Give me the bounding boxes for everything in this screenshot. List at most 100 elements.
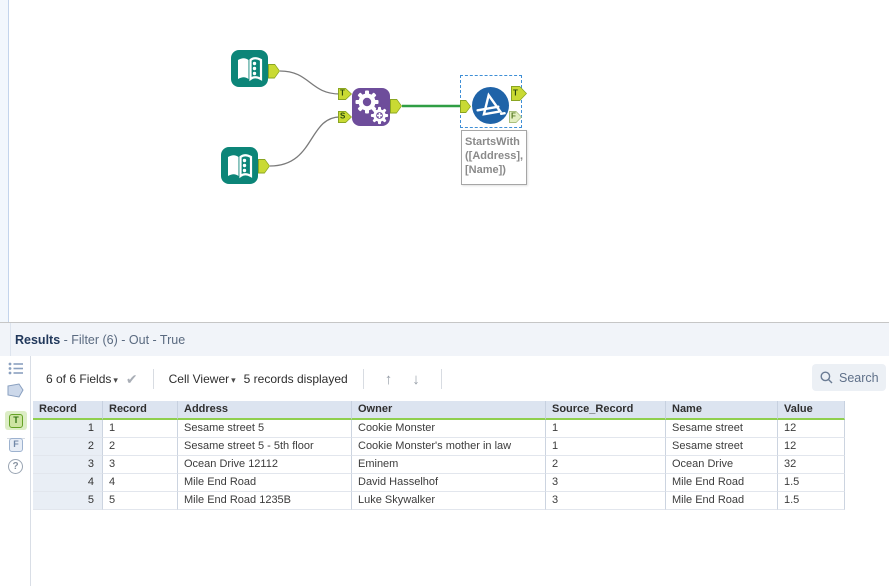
fields-dropdown[interactable]: 6 of 6 Fields▾ xyxy=(46,372,118,386)
append-input-anchor-source[interactable]: S xyxy=(338,111,352,123)
table-cell[interactable]: 5 xyxy=(103,492,178,510)
search-placeholder: Search xyxy=(839,370,879,385)
chevron-down-icon: ▾ xyxy=(113,375,118,385)
append-fields-tool[interactable] xyxy=(352,88,390,126)
table-cell[interactable]: Ocean Drive xyxy=(666,456,778,474)
table-cell[interactable]: 1 xyxy=(103,420,178,438)
table-cell[interactable]: 12 xyxy=(778,438,845,456)
table-cell[interactable]: Mile End Road xyxy=(666,492,778,510)
collapsed-panel-edge[interactable] xyxy=(0,0,9,322)
output-anchor[interactable] xyxy=(390,98,402,114)
records-displayed-label: 5 records displayed xyxy=(243,372,348,386)
input-data-tool-1[interactable] xyxy=(231,50,268,87)
table-cell[interactable]: 2 xyxy=(103,438,178,456)
table-cell[interactable]: 1 xyxy=(546,438,666,456)
filter-true-anchor[interactable]: T xyxy=(511,86,527,101)
table-cell[interactable]: 2 xyxy=(546,456,666,474)
table-cell[interactable]: 4 xyxy=(103,474,178,492)
data-profile-icon[interactable] xyxy=(0,383,31,398)
column-header[interactable]: Owner xyxy=(352,401,546,420)
table-cell[interactable]: Sesame street xyxy=(666,438,778,456)
arrow-up-icon[interactable]: ↑ xyxy=(384,370,393,388)
connection-wires xyxy=(269,70,461,167)
table-cell[interactable]: 3 xyxy=(103,456,178,474)
append-input-anchor-target[interactable]: T xyxy=(338,88,352,100)
results-left-rail: T F ? xyxy=(0,356,31,586)
output-anchor[interactable] xyxy=(268,63,280,79)
tool-annotation[interactable]: StartsWith ([Address], [Name]) xyxy=(461,130,527,185)
results-toolbar: 6 of 6 Fields▾ ✔ Cell Viewer▾ 5 records … xyxy=(32,356,889,401)
toolbar-separator xyxy=(440,369,442,389)
anchor-label-s: S xyxy=(340,111,346,121)
panel-edge-line xyxy=(10,323,11,356)
filter-input-anchor[interactable] xyxy=(460,100,471,113)
cell-viewer-dropdown[interactable]: Cell Viewer▾ xyxy=(168,372,236,386)
arrow-down-icon[interactable]: ↓ xyxy=(412,370,420,388)
output-anchor[interactable] xyxy=(258,158,270,174)
workflow-canvas[interactable]: T S xyxy=(0,0,889,322)
toolbar-separator xyxy=(362,369,364,389)
append-fields-icon xyxy=(352,88,390,126)
column-header[interactable]: Name xyxy=(666,401,778,420)
results-panel: Results - Filter (6) - Out - True T xyxy=(0,322,889,586)
column-header[interactable]: Source_Record xyxy=(546,401,666,420)
table-cell[interactable]: 1 xyxy=(546,420,666,438)
search-input[interactable]: Search xyxy=(812,364,886,391)
table-cell[interactable]: Mile End Road xyxy=(666,474,778,492)
metadata-list-icon[interactable] xyxy=(0,362,31,375)
column-header[interactable]: Record xyxy=(33,401,103,420)
false-output-badge: F xyxy=(9,437,23,452)
table-cell[interactable]: Mile End Road xyxy=(178,474,352,492)
table-cell[interactable]: 1.5 xyxy=(778,492,845,510)
search-icon xyxy=(820,371,833,384)
apply-check-icon[interactable]: ✔ xyxy=(125,370,138,387)
wire-input1-to-append[interactable] xyxy=(279,70,341,95)
table-cell[interactable]: Ocean Drive 12112 xyxy=(178,456,352,474)
row-number-cell[interactable]: 1 xyxy=(33,420,103,438)
filter-false-anchor[interactable]: F xyxy=(509,111,522,123)
row-number-cell[interactable]: 2 xyxy=(33,438,103,456)
input-data-icon xyxy=(231,50,268,87)
table-cell[interactable]: 32 xyxy=(778,456,845,474)
wire-input2-to-append[interactable] xyxy=(269,116,341,167)
column-header[interactable]: Record xyxy=(103,401,178,420)
row-number-cell[interactable]: 5 xyxy=(33,492,103,510)
table-cell[interactable]: 1.5 xyxy=(778,474,845,492)
input-data-tool-2[interactable] xyxy=(221,147,258,184)
table-cell[interactable]: Mile End Road 1235B xyxy=(178,492,352,510)
column-header[interactable]: Address xyxy=(178,401,352,420)
row-number-cell[interactable]: 3 xyxy=(33,456,103,474)
table-cell[interactable]: Cookie Monster's mother in law xyxy=(352,438,546,456)
anchor-label-f: F xyxy=(511,111,516,121)
row-number-cell[interactable]: 4 xyxy=(33,474,103,492)
table-cell[interactable]: Cookie Monster xyxy=(352,420,546,438)
anchor-label-t: T xyxy=(513,88,518,98)
toolbar-separator xyxy=(152,369,154,389)
false-output-tab[interactable]: F xyxy=(5,435,27,454)
input-data-icon xyxy=(221,147,258,184)
table-cell[interactable]: Sesame street 5 xyxy=(178,420,352,438)
table-cell[interactable]: Eminem xyxy=(352,456,546,474)
table-cell[interactable]: Sesame street xyxy=(666,420,778,438)
table-cell[interactable]: 3 xyxy=(546,492,666,510)
filter-tool[interactable] xyxy=(472,87,509,124)
results-subtitle: - Filter (6) - Out - True xyxy=(60,333,186,347)
chevron-down-icon: ▾ xyxy=(231,375,236,385)
table-cell[interactable]: 3 xyxy=(546,474,666,492)
results-panel-header[interactable]: Results - Filter (6) - Out - True xyxy=(0,323,889,356)
help-icon[interactable]: ? xyxy=(0,459,31,474)
true-output-tab[interactable]: T xyxy=(5,411,27,430)
anchor-label-t: T xyxy=(340,88,345,98)
table-cell[interactable]: Sesame street 5 - 5th floor xyxy=(178,438,352,456)
table-cell[interactable]: David Hasselhof xyxy=(352,474,546,492)
table-cell[interactable]: 12 xyxy=(778,420,845,438)
table-cell[interactable]: Luke Skywalker xyxy=(352,492,546,510)
column-header[interactable]: Value xyxy=(778,401,845,420)
